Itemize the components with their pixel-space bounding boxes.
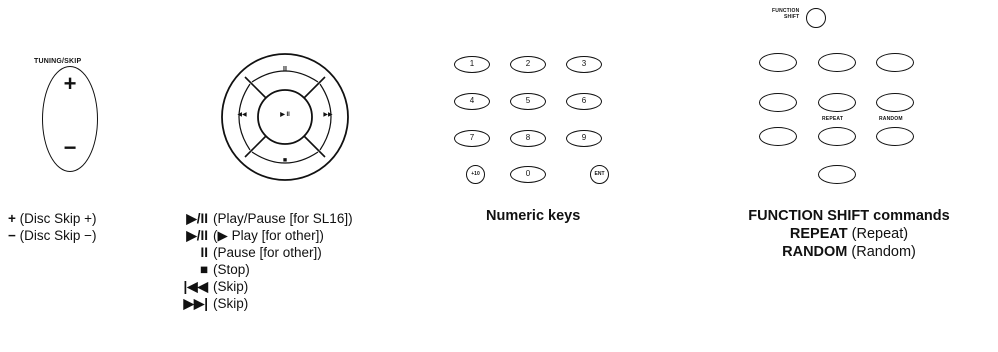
pause-button[interactable]: II xyxy=(283,66,287,73)
function-shift-label: FUNCTION SHIFT xyxy=(772,8,799,20)
legend-row-skip-forward: ▶▶| (Skip) xyxy=(172,295,353,312)
legend-description: (Pause [for other]) xyxy=(213,245,322,260)
transport-dpad xyxy=(221,53,349,181)
function-key-r1c3[interactable] xyxy=(876,53,914,72)
function-shift-label-line2: SHIFT xyxy=(783,14,800,20)
minus-button[interactable]: − xyxy=(63,135,77,160)
numeric-key-3[interactable]: 3 xyxy=(566,56,602,73)
repeat-command-desc: (Repeat) xyxy=(847,226,909,242)
function-key-r2c3[interactable] xyxy=(876,93,914,112)
function-shift-button[interactable] xyxy=(806,8,826,28)
function-key-r1c2[interactable] xyxy=(818,53,856,72)
tuning-legend: + (Disc Skip +) − (Disc Skip −) xyxy=(8,210,97,244)
legend-row-play-pause-sl16: ▶/II (Play/Pause [for SL16]) xyxy=(172,210,353,227)
random-command-desc: (Random) xyxy=(847,244,916,260)
transport-legend: ▶/II (Play/Pause [for SL16]) ▶/II (▶ Play … xyxy=(172,210,353,312)
legend-row-play-other: ▶/II (▶ Play [for other]) xyxy=(172,227,353,244)
function-key-r2c2[interactable] xyxy=(818,93,856,112)
tuning-skip-label: TUNING/SKIP xyxy=(34,58,82,65)
function-key-r4c2[interactable] xyxy=(818,165,856,184)
repeat-command-name: REPEAT xyxy=(789,226,848,242)
numeric-key-2[interactable]: 2 xyxy=(510,56,546,73)
legend-description: (Skip) xyxy=(213,279,249,294)
numeric-key-6[interactable]: 6 xyxy=(566,93,602,110)
numeric-keys-caption: Numeric keys xyxy=(486,208,581,224)
numeric-key-enter[interactable]: ENT xyxy=(590,165,609,184)
legend-row-skip-back: |◀◀ (Skip) xyxy=(172,278,353,295)
repeat-key[interactable] xyxy=(818,127,856,146)
legend-symbol: ▶▶| xyxy=(183,296,208,311)
numeric-key-0[interactable]: 0 xyxy=(510,166,546,183)
numeric-key-9[interactable]: 9 xyxy=(566,130,602,147)
numeric-key-8[interactable]: 8 xyxy=(510,130,546,147)
function-key-r3c1[interactable] xyxy=(759,127,797,146)
forward-skip-button[interactable]: ▶▶ xyxy=(323,112,333,118)
random-key-label: RANDOM xyxy=(879,116,903,122)
legend-symbol: − xyxy=(8,228,16,243)
legend-symbol: ▶/II xyxy=(186,211,208,226)
play-pause-button[interactable]: ▶ II xyxy=(280,112,290,118)
random-command-name: RANDOM xyxy=(782,244,848,260)
legend-description: (Stop) xyxy=(213,262,250,277)
rewind-skip-button[interactable]: ◀◀ xyxy=(237,112,247,118)
legend-row-disc-skip-minus: − (Disc Skip −) xyxy=(8,227,97,244)
dpad-center-ring xyxy=(257,89,313,145)
legend-description: (▶ Play [for other]) xyxy=(213,228,324,243)
plus-button[interactable]: + xyxy=(63,71,77,96)
legend-row-stop: ■ (Stop) xyxy=(172,261,353,278)
legend-symbol: + xyxy=(8,211,16,226)
numeric-key-4[interactable]: 4 xyxy=(454,93,490,110)
function-shift-label-line1: FUNCTION xyxy=(772,8,800,14)
legend-description: (Disc Skip −) xyxy=(19,228,97,243)
legend-row-disc-skip-plus: + (Disc Skip +) xyxy=(8,210,97,227)
function-shift-caption-random: RANDOM (Random) xyxy=(708,243,990,261)
legend-description: (Skip) xyxy=(213,296,249,311)
legend-symbol: ■ xyxy=(199,262,208,277)
dpad-outer-ring xyxy=(221,53,349,181)
tuning-skip-rocker[interactable]: + − xyxy=(42,66,98,172)
numeric-key-1[interactable]: 1 xyxy=(454,56,490,73)
legend-row-pause-other: II (Pause [for other]) xyxy=(172,244,353,261)
legend-symbol: ▶/II xyxy=(186,228,208,243)
legend-description: (Disc Skip +) xyxy=(19,211,97,226)
function-shift-caption: FUNCTION SHIFT commands REPEAT (Repeat) … xyxy=(708,207,990,261)
function-shift-caption-repeat: REPEAT (Repeat) xyxy=(708,225,990,243)
numeric-key-plus10[interactable]: +10 xyxy=(466,165,485,184)
function-shift-caption-title: FUNCTION SHIFT commands xyxy=(748,208,950,224)
numeric-key-5[interactable]: 5 xyxy=(510,93,546,110)
function-key-r1c1[interactable] xyxy=(759,53,797,72)
stop-button[interactable]: ■ xyxy=(282,157,288,164)
function-key-r2c1[interactable] xyxy=(759,93,797,112)
legend-symbol: II xyxy=(200,245,208,260)
numeric-key-7[interactable]: 7 xyxy=(454,130,490,147)
repeat-key-label: REPEAT xyxy=(822,116,844,122)
legend-symbol: |◀◀ xyxy=(183,279,208,294)
legend-description: (Play/Pause [for SL16]) xyxy=(213,211,353,226)
random-key[interactable] xyxy=(876,127,914,146)
